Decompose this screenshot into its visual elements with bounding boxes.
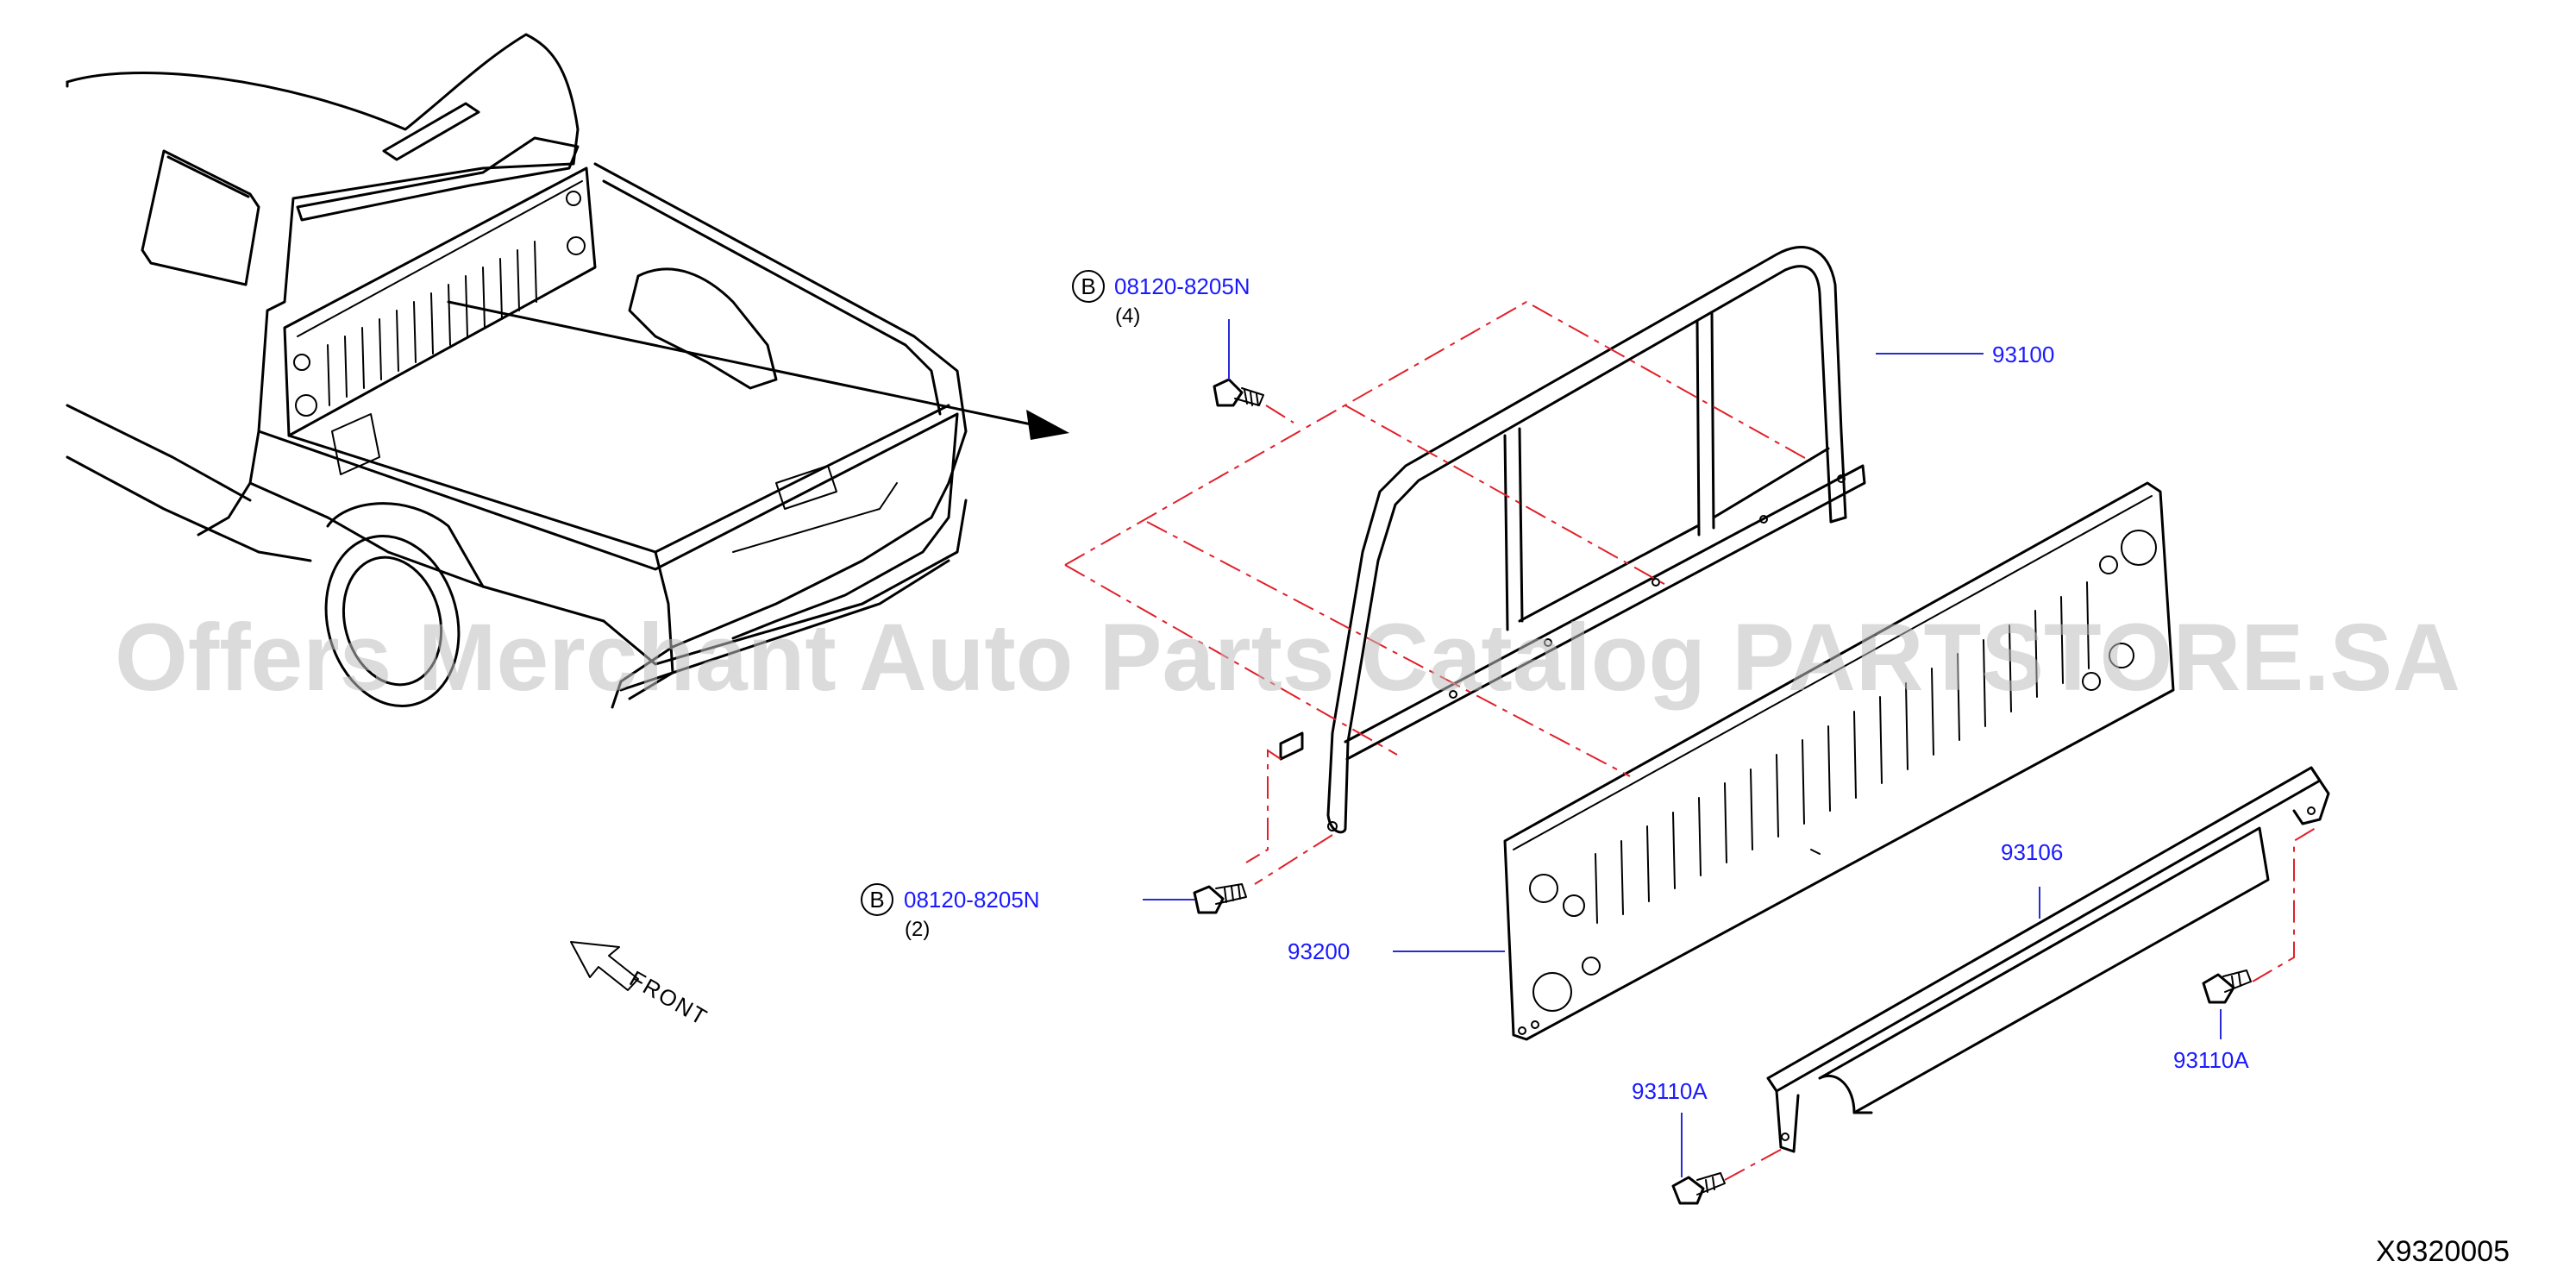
part-label-clip-right[interactable]: 93110A xyxy=(2173,1047,2249,1073)
part-qty-lower-bolt: (2) xyxy=(905,918,930,941)
bolt-symbol: B xyxy=(869,887,884,913)
bolt-lower xyxy=(1193,883,1247,914)
clip-left xyxy=(1671,1172,1726,1205)
part-label-panel[interactable]: 93200 xyxy=(1288,938,1350,964)
bolt-symbol-circle xyxy=(1072,270,1105,303)
panel-93200 xyxy=(1503,481,2175,1041)
part-qty-upper-bolt: (4) xyxy=(1115,304,1140,328)
leader-lines xyxy=(1143,353,2222,1177)
part-label-frame[interactable]: 93100 xyxy=(1992,342,2054,367)
bolt-symbol-circle xyxy=(861,883,893,916)
part-label-bracket[interactable]: 93106 xyxy=(2001,839,2063,865)
diagram-code: X9320005 xyxy=(2376,1235,2510,1268)
frame-93100 xyxy=(1279,246,1866,834)
part-label-upper-bolt[interactable]: 08120-8205N xyxy=(1114,273,1250,299)
bolt-upper xyxy=(1213,319,1264,407)
truck-bed-illustration xyxy=(66,33,1069,709)
watermark: Offers Merchant Auto Parts Catalog PARTS… xyxy=(115,605,2460,711)
panel-ribs xyxy=(1595,581,2090,924)
bolt-symbol: B xyxy=(1081,273,1095,299)
front-direction-indicator: FRONT xyxy=(570,941,712,1031)
part-label-lower-bolt[interactable]: 08120-8205N xyxy=(904,887,1040,913)
assembly-lines xyxy=(1064,300,2316,1181)
callout-upper-bolt[interactable]: B 08120-8205N (4) xyxy=(1072,270,1250,328)
part-label-clip-left[interactable]: 93110A xyxy=(1632,1078,1708,1104)
front-arrow-icon xyxy=(570,941,639,991)
bulkhead-ribs xyxy=(327,241,537,406)
clip-right xyxy=(2202,969,2252,1004)
bracket-93106 xyxy=(1766,766,2330,1153)
callout-lower-bolt[interactable]: B 08120-8205N (2) xyxy=(861,883,1040,941)
front-label: FRONT xyxy=(625,965,712,1031)
